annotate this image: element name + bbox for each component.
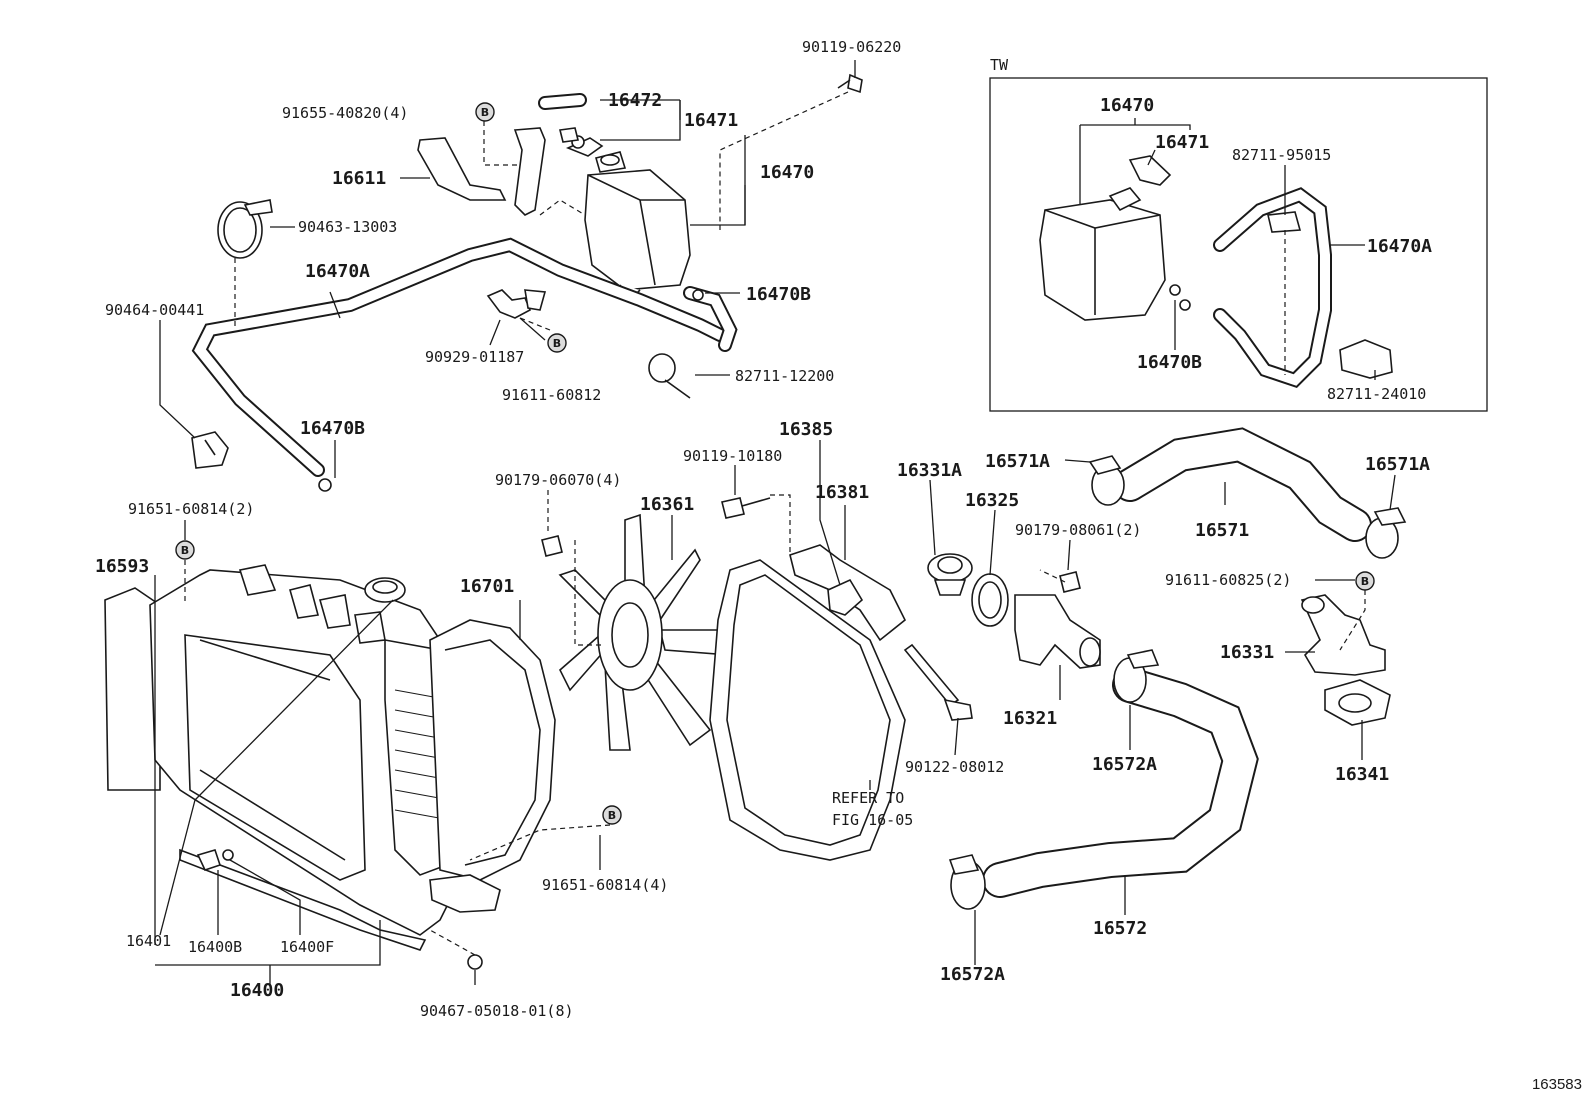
badge-b-91655: B bbox=[475, 102, 495, 122]
label-16401: 16401 bbox=[126, 932, 171, 950]
label-90122-08012: 90122-08012 bbox=[905, 758, 1004, 776]
label-90119-06220: 90119-06220 bbox=[802, 38, 901, 56]
label-16571A-left: 16571A bbox=[985, 451, 1050, 472]
label-90179-08061: 90179-08061(2) bbox=[1015, 521, 1141, 539]
inset-tw bbox=[989, 77, 1488, 412]
fan-shroud-16701 bbox=[429, 619, 556, 913]
label-16470: 16470 bbox=[760, 162, 814, 183]
clip-90929-01187 bbox=[486, 289, 547, 319]
gasket-16341 bbox=[1324, 679, 1391, 726]
label-91651-60814-2: 91651-60814(2) bbox=[128, 500, 254, 518]
nut-90179-08061 bbox=[1059, 571, 1081, 593]
label-91651-60814-4: 91651-60814(4) bbox=[542, 876, 668, 894]
bracket-16611 bbox=[417, 127, 546, 216]
label-90467-05018: 90467-05018-01(8) bbox=[420, 1002, 574, 1020]
clamp-16571A-right bbox=[1365, 507, 1407, 559]
leader-lines bbox=[154, 60, 1396, 985]
label-16571: 16571 bbox=[1195, 520, 1249, 541]
badge-b-91651-2: B bbox=[175, 540, 195, 560]
label-16470B-top: 16470B bbox=[746, 284, 811, 305]
label-90929-01187: 90929-01187 bbox=[425, 348, 524, 366]
clip-90467-05018 bbox=[467, 954, 483, 970]
label-16470A: 16470A bbox=[305, 261, 370, 282]
clamp-16571A-left bbox=[1088, 455, 1125, 506]
label-16385: 16385 bbox=[779, 419, 833, 440]
label-90464-00441: 90464-00441 bbox=[105, 301, 204, 319]
overflow-hose-16472 bbox=[538, 93, 587, 143]
water-inlet-16331 bbox=[1300, 594, 1386, 676]
label-16470B-left: 16470B bbox=[300, 418, 365, 439]
label-refer-to: REFER TO bbox=[832, 789, 904, 807]
label-16571A-right: 16571A bbox=[1365, 454, 1430, 475]
document-id: 163583 bbox=[1531, 1076, 1582, 1093]
label-16593: 16593 bbox=[95, 556, 149, 577]
label-inset-tw: TW bbox=[990, 56, 1009, 74]
bolt-90119-06220 bbox=[837, 73, 863, 94]
label-inset-82711-95015: 82711-95015 bbox=[1232, 146, 1331, 164]
label-82711-12200: 82711-12200 bbox=[735, 367, 834, 385]
svg-text:B: B bbox=[1361, 575, 1369, 588]
water-outlet-16321 bbox=[1014, 594, 1101, 669]
clamp-16470B-top bbox=[692, 289, 704, 301]
label-16325: 16325 bbox=[965, 490, 1019, 511]
nut-90179-06070 bbox=[541, 535, 563, 557]
label-inset-16470: 16470 bbox=[1100, 95, 1154, 116]
part-labels: 90119-06220 91655-40820(4) 16472 16471 1… bbox=[95, 38, 1432, 1020]
label-16400F: 16400F bbox=[280, 938, 334, 956]
label-16341: 16341 bbox=[1335, 764, 1389, 785]
label-91611-60812: 91611-60812 bbox=[502, 386, 601, 404]
badge-b-91651-4: B bbox=[602, 805, 622, 825]
label-16361: 16361 bbox=[640, 494, 694, 515]
label-16572A-mid: 16572A bbox=[1092, 754, 1157, 775]
drain-cock-16401 bbox=[196, 849, 234, 871]
reservoir-tank-16470 bbox=[584, 151, 691, 302]
label-16471: 16471 bbox=[684, 110, 738, 131]
label-16331: 16331 bbox=[1220, 642, 1274, 663]
label-91611-60825: 91611-60825(2) bbox=[1165, 571, 1291, 589]
label-16472: 16472 bbox=[608, 90, 662, 111]
label-inset-16471: 16471 bbox=[1155, 132, 1209, 153]
bolt-90119-10180 bbox=[721, 497, 771, 519]
bolt-90122-08012 bbox=[903, 643, 973, 721]
radiator-16400 bbox=[149, 564, 471, 951]
label-inset-82711-24010: 82711-24010 bbox=[1327, 385, 1426, 403]
label-inset-16470B: 16470B bbox=[1137, 352, 1202, 373]
clamp-16572A-bottom bbox=[948, 854, 986, 910]
label-91655-40820: 91655-40820(4) bbox=[282, 104, 408, 122]
label-16701: 16701 bbox=[460, 576, 514, 597]
label-16611: 16611 bbox=[332, 168, 386, 189]
gasket-16325 bbox=[971, 573, 1009, 627]
fan-belt-16381 bbox=[709, 559, 906, 861]
thermostat-16331A bbox=[927, 553, 973, 596]
radiator-cap bbox=[364, 577, 406, 603]
label-16321: 16321 bbox=[1003, 708, 1057, 729]
label-16400: 16400 bbox=[230, 980, 284, 1001]
clamp-16470B-left bbox=[318, 478, 332, 492]
radiator-hose-16572 bbox=[982, 667, 1259, 898]
badge-b-91611-60812: B bbox=[547, 333, 567, 353]
clamp-16572A-mid bbox=[1113, 649, 1160, 703]
label-90179-06070: 90179-06070(4) bbox=[495, 471, 621, 489]
svg-text:B: B bbox=[481, 106, 489, 119]
label-16572: 16572 bbox=[1093, 918, 1147, 939]
fan-16361 bbox=[558, 513, 742, 751]
label-16400B: 16400B bbox=[188, 938, 242, 956]
clamp-90463-13003 bbox=[217, 199, 273, 259]
svg-text:B: B bbox=[553, 337, 561, 350]
label-90463-13003: 90463-13003 bbox=[298, 218, 397, 236]
clip-90464-00441 bbox=[191, 431, 229, 469]
badge-b-91611-60825: B bbox=[1355, 571, 1375, 591]
label-16572A-bottom: 16572A bbox=[940, 964, 1005, 985]
label-16331A: 16331A bbox=[897, 460, 962, 481]
label-inset-16470A: 16470A bbox=[1367, 236, 1432, 257]
svg-text:B: B bbox=[608, 809, 616, 822]
svg-text:B: B bbox=[181, 544, 189, 557]
label-fig-16-05: FIG 16-05 bbox=[832, 811, 913, 829]
label-16381: 16381 bbox=[815, 482, 869, 503]
radiator-hose-16571 bbox=[1113, 427, 1372, 542]
label-90119-10180: 90119-10180 bbox=[683, 447, 782, 465]
clamp-82711-12200 bbox=[648, 353, 691, 399]
